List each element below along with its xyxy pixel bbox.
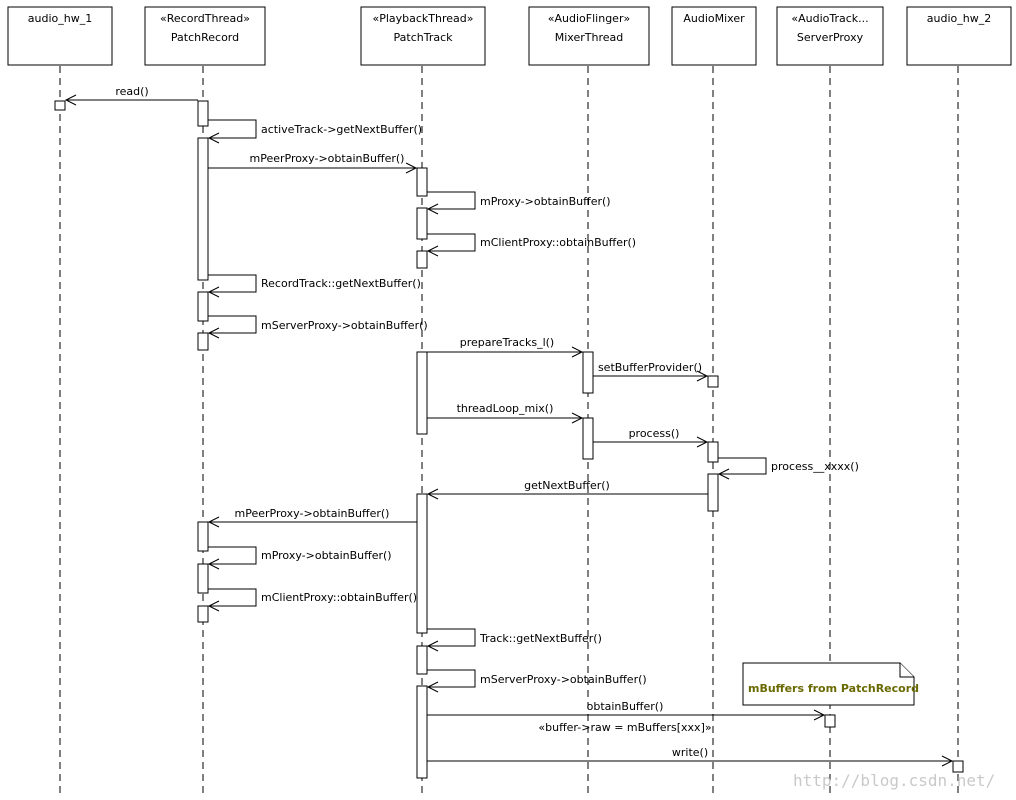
- message-label: read(): [115, 85, 148, 98]
- message-set-buffer-provider: setBufferProvider(): [593, 361, 709, 382]
- message-process-xxxx: process__xxxx(): [717, 457, 859, 480]
- activation-bar: [197, 332, 209, 351]
- message-track-get-next-buffer: Track::getNextBuffer(): [426, 628, 602, 652]
- activation-bar: [197, 100, 209, 127]
- message-prepare-tracks: prepareTracks_l(): [427, 336, 584, 358]
- participant-name: audio_hw_2: [927, 12, 991, 25]
- message-label: threadLoop_mix(): [457, 402, 554, 415]
- activation-bar: [416, 493, 428, 634]
- activation-bar: [416, 685, 428, 779]
- activation-bar: [416, 207, 428, 240]
- participant-mixer-thread: «AudioFlinger» MixerThread: [528, 6, 650, 66]
- message-write: write(): [427, 746, 954, 767]
- message-label: mServerProxy->obtainBuffer(): [261, 319, 428, 332]
- activation-bar: [197, 291, 209, 322]
- activation-bar: [707, 441, 719, 463]
- activation-bar: [952, 760, 964, 773]
- message-process: process(): [593, 427, 709, 448]
- activation-bar: [416, 645, 428, 675]
- message-active-track-get-next-buffer: activeTrack->getNextBuffer(): [207, 119, 422, 144]
- message-label: getNextBuffer(): [524, 479, 610, 492]
- message-label: mPeerProxy->obtainBuffer(): [250, 152, 405, 165]
- participant-patch-record: «RecordThread» PatchRecord: [144, 6, 266, 66]
- message-mproxy-obtain-buffer: mProxy->obtainBuffer(): [426, 191, 611, 215]
- message-label: mPeerProxy->obtainBuffer(): [235, 507, 390, 520]
- message-label: mClientProxy::obtainBuffer(): [261, 591, 417, 604]
- note-mbuffers: mBuffers from PatchRecord: [742, 662, 919, 706]
- message-mpeerproxy-obtain-buffer: mPeerProxy->obtainBuffer(): [208, 152, 418, 174]
- activation-bar: [416, 351, 428, 435]
- participant-stereotype: «AudioFlinger»: [548, 12, 630, 25]
- message-read: read(): [64, 85, 198, 106]
- message-label: setBufferProvider(): [598, 361, 702, 374]
- activation-bar: [197, 605, 209, 623]
- message-thread-loop-mix: threadLoop_mix(): [427, 402, 584, 424]
- message-label: process__xxxx(): [771, 460, 859, 473]
- participant-audio-hw-1: audio_hw_1: [7, 6, 113, 66]
- participant-name: MixerThread: [555, 31, 623, 44]
- message-label: write(): [672, 746, 708, 759]
- participant-name: AudioMixer: [683, 12, 745, 25]
- message-mpeerproxy-obtain-buffer-2: mPeerProxy->obtainBuffer(): [207, 507, 417, 528]
- message-mproxy-obtain-buffer-2: mProxy->obtainBuffer(): [207, 546, 392, 570]
- message-label: mClientProxy::obtainBuffer(): [480, 236, 636, 249]
- activation-bar: [707, 473, 719, 512]
- participant-audio-mixer: AudioMixer: [671, 6, 757, 66]
- activation-bar: [197, 137, 209, 281]
- message-mserverproxy-obtain-buffer-2: mServerProxy->obtainBuffer(): [426, 669, 647, 693]
- participant-name: PatchRecord: [171, 31, 239, 44]
- activation-bar: [54, 100, 66, 111]
- activation-bar: [197, 521, 209, 552]
- message-label: obtainBuffer(): [587, 700, 664, 713]
- activation-bar: [416, 167, 428, 197]
- participant-stereotype: «PlaybackThread»: [372, 12, 473, 25]
- message-obtain-buffer: obtainBuffer() «buffer->raw = mBuffers[x…: [427, 700, 826, 734]
- participant-server-proxy: «AudioTrack... ServerProxy: [776, 6, 884, 66]
- activation-bar: [707, 375, 719, 388]
- message-label: mServerProxy->obtainBuffer(): [480, 673, 647, 686]
- message-label: activeTrack->getNextBuffer(): [261, 123, 422, 136]
- activation-bar: [416, 250, 428, 269]
- note-text: mBuffers from PatchRecord: [748, 682, 919, 695]
- message-label: RecordTrack::getNextBuffer(): [261, 277, 421, 290]
- message-mserverproxy-obtain-buffer: mServerProxy->obtainBuffer(): [207, 315, 428, 339]
- activation-bar: [582, 417, 594, 460]
- message-label: mProxy->obtainBuffer(): [480, 195, 611, 208]
- message-recordtrack-get-next-buffer: RecordTrack::getNextBuffer(): [207, 274, 421, 298]
- participant-audio-hw-2: audio_hw_2: [906, 6, 1012, 66]
- participant-name: ServerProxy: [797, 31, 864, 44]
- participant-name: PatchTrack: [394, 31, 454, 44]
- participant-stereotype: «AudioTrack...: [791, 12, 868, 25]
- participant-name: audio_hw_1: [28, 12, 92, 25]
- participant-stereotype: «RecordThread»: [160, 12, 250, 25]
- message-label: process(): [629, 427, 680, 440]
- watermark-text: http://blog.csdn.net/: [793, 771, 995, 790]
- message-annotation: «buffer->raw = mBuffers[xxx]»: [538, 721, 711, 734]
- message-label: Track::getNextBuffer(): [479, 632, 602, 645]
- message-mclientproxy-obtain-buffer: mClientProxy::obtainBuffer(): [426, 233, 636, 257]
- activation-bar: [824, 714, 836, 728]
- message-label: mProxy->obtainBuffer(): [261, 549, 392, 562]
- message-label: prepareTracks_l(): [460, 336, 554, 349]
- activation-bar: [197, 563, 209, 594]
- message-get-next-buffer: getNextBuffer(): [426, 479, 708, 500]
- activation-bar: [582, 351, 594, 394]
- message-mclientproxy-obtain-buffer-2: mClientProxy::obtainBuffer(): [207, 588, 417, 612]
- participant-patch-track: «PlaybackThread» PatchTrack: [360, 6, 486, 66]
